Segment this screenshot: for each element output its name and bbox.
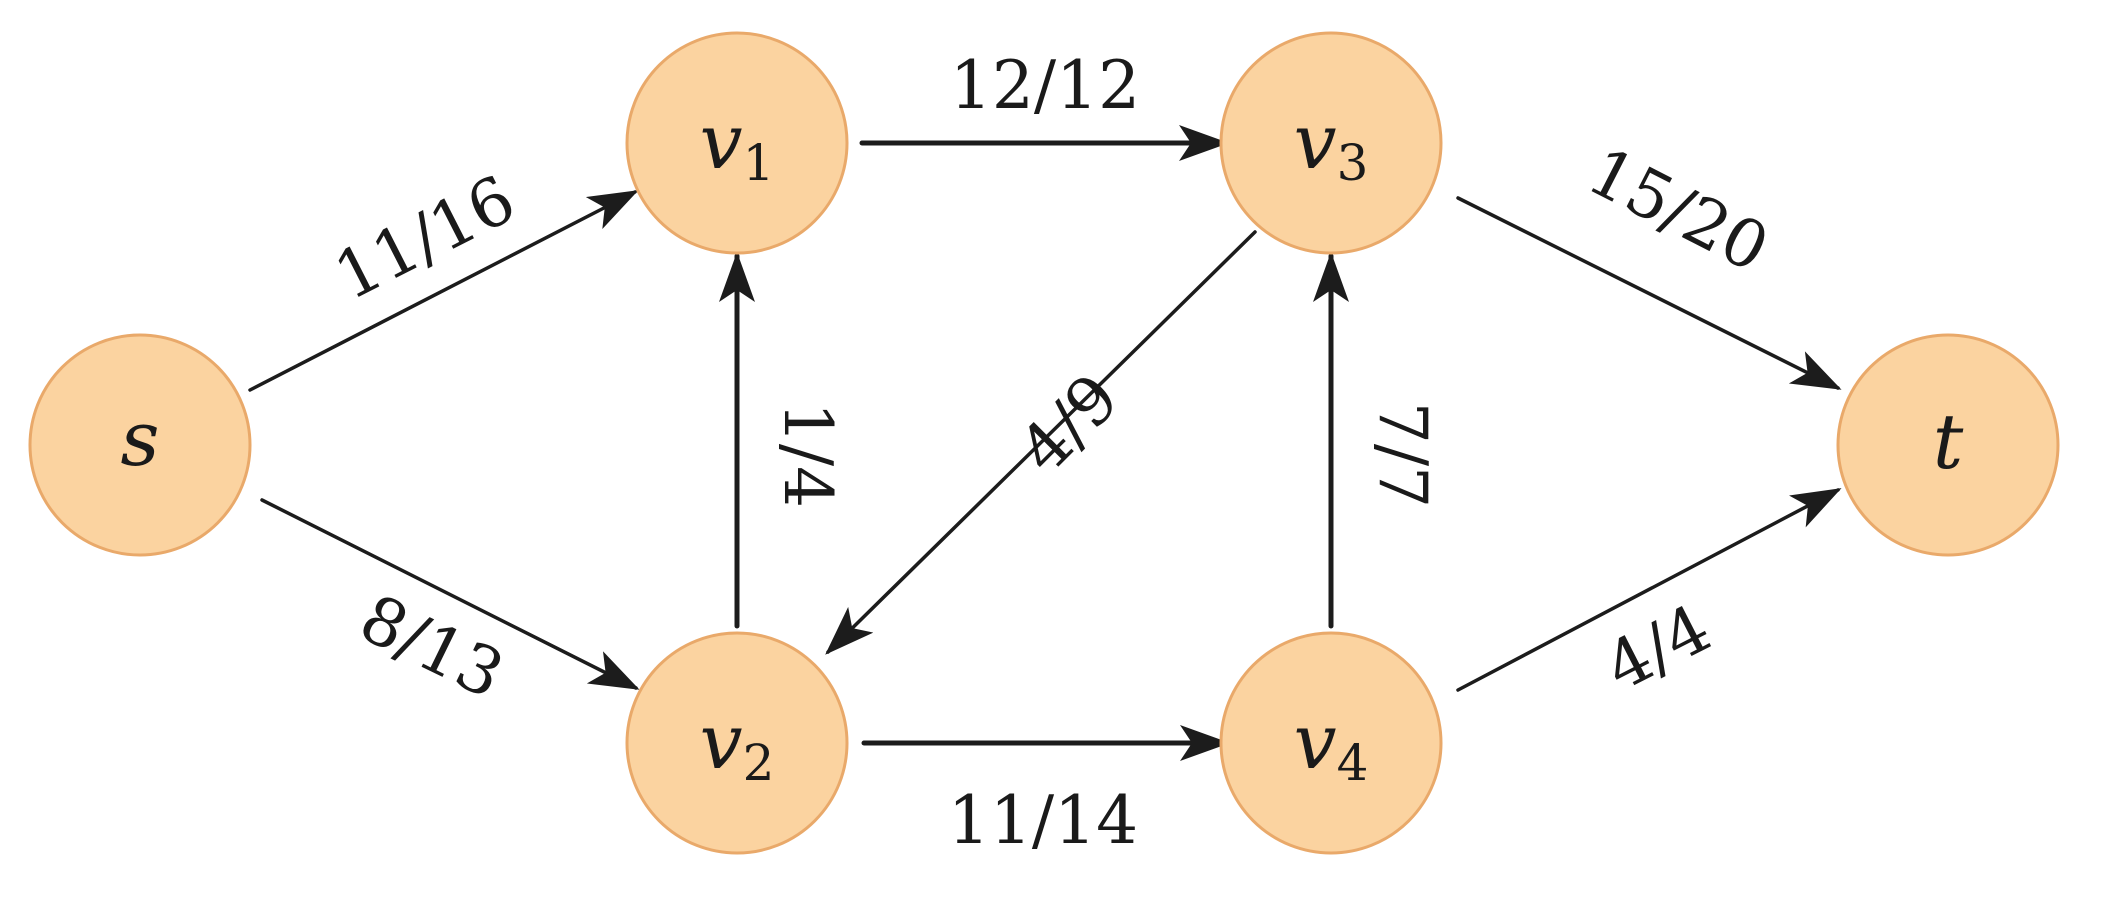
node-t-label: t bbox=[1933, 397, 1964, 486]
node-v2: v2 bbox=[625, 631, 849, 855]
node-v1: v1 bbox=[625, 31, 849, 255]
nodes: s v1 v2 v3 v4 t bbox=[28, 31, 2060, 855]
edge-label-v3-v2: 4/9 bbox=[1004, 359, 1134, 489]
edge-label-v4-v3: 7/7 bbox=[1364, 402, 1441, 508]
node-v4-label: v4 bbox=[1294, 697, 1369, 792]
edge-label-v2-v4: 11/14 bbox=[948, 782, 1138, 859]
edge-label-v2-v1: 1/4 bbox=[769, 402, 846, 508]
edge-v3-t bbox=[1456, 196, 1842, 390]
node-v2-label: v2 bbox=[700, 697, 775, 792]
edge-s-v1 bbox=[248, 190, 639, 392]
edge-s-v2 bbox=[260, 498, 640, 690]
edge-label-v1-v3: 12/12 bbox=[950, 47, 1140, 124]
node-s-label: s bbox=[120, 394, 159, 483]
node-v3-label: v3 bbox=[1294, 97, 1369, 192]
node-v4: v4 bbox=[1219, 631, 1443, 855]
edge-v4-t bbox=[1456, 488, 1842, 692]
edges bbox=[248, 125, 1842, 761]
edge-label-s-v1: 11/16 bbox=[323, 160, 527, 315]
edge-v3-v2 bbox=[825, 230, 1257, 655]
edge-labels: 11/16 8/13 12/12 1/4 4/9 11/14 7/7 15/20… bbox=[323, 47, 1781, 859]
edge-label-v3-t: 15/20 bbox=[1576, 132, 1780, 287]
edge-label-s-v2: 8/13 bbox=[348, 580, 515, 714]
node-v1-label: v1 bbox=[700, 97, 775, 192]
node-t: t bbox=[1836, 333, 2060, 557]
node-s: s bbox=[28, 333, 252, 557]
node-v3: v3 bbox=[1219, 31, 1443, 255]
